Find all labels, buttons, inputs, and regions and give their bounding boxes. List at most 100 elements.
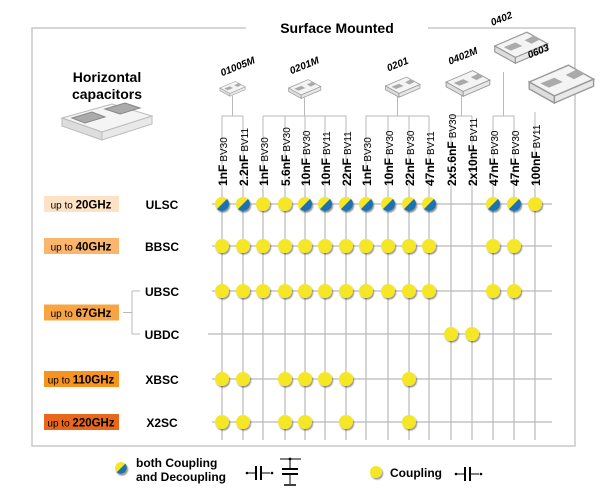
dot-fill (381, 284, 395, 298)
column-value: 1nF (216, 165, 230, 186)
dot-coupling (422, 239, 436, 253)
dot-coupling (444, 327, 458, 341)
column-series: BV30 (406, 130, 417, 155)
left-title-line2: capacitors (72, 86, 142, 102)
dot-coupling (465, 327, 479, 341)
column-value: 10nF (299, 158, 313, 186)
column-series: BV30 (260, 137, 271, 162)
dot-fill (486, 284, 500, 298)
dot-coupling (278, 372, 292, 386)
column-value: 2x10nF (466, 145, 480, 186)
dot-fill (339, 239, 353, 253)
dot-fill (236, 239, 250, 253)
dot-fill (422, 239, 436, 253)
chip-pad (224, 86, 234, 91)
dot-coupling (236, 284, 250, 298)
coupling-symbol-icon (245, 466, 274, 480)
badge-prefix: up to (48, 376, 73, 387)
dot-coupling-decoupling (402, 197, 416, 211)
frequency-badge-20GHz: up to 20GHz (44, 196, 119, 212)
frequency-badge-110GHz: up to 110GHz (44, 371, 119, 387)
column-label-4: 10nFBV30 (299, 130, 313, 186)
dot-fill (318, 284, 332, 298)
package-label: 0402M (447, 46, 480, 68)
dot-fill (318, 372, 332, 386)
badge-value: 20GHz (76, 200, 112, 212)
dot-fill (339, 415, 353, 429)
chip-front (514, 42, 549, 65)
dot-blue-half (509, 199, 521, 211)
dot-coupling-decoupling (507, 197, 521, 211)
column-value: 1nF (257, 165, 271, 186)
column-label-10: 47nF BV11 (423, 131, 437, 186)
column-label-8: 10nFBV30 (382, 130, 396, 186)
dot-coupling-decoupling (215, 197, 229, 211)
dot-coupling (486, 239, 500, 253)
row-label-XBSC: XBSC (145, 373, 179, 387)
column-label-6: 22nFBV11 (340, 131, 354, 186)
chip-pad (524, 35, 541, 44)
badge-value: 220GHz (72, 418, 114, 430)
column-series: BV30 (448, 113, 459, 138)
dot-coupling (422, 284, 436, 298)
decoupling-symbol-icon (280, 457, 301, 486)
legend-both-line1: both Coupling (136, 456, 217, 470)
badge-text: up to 110GHz (48, 375, 115, 387)
dot-fill (422, 284, 436, 298)
dot-coupling (215, 284, 229, 298)
column-series: BV11 (426, 131, 437, 155)
badge-prefix: up to (51, 243, 76, 254)
chip-pad (565, 69, 586, 80)
dot-fill (359, 284, 373, 298)
dot-coupling-decoupling (486, 197, 500, 211)
column-value: 22nF (403, 158, 417, 186)
dot-fill (444, 327, 458, 341)
dot-blue-half (238, 199, 250, 211)
badge-prefix: up to (47, 419, 72, 430)
dot-fill (298, 372, 312, 386)
badge-text: up to 40GHz (51, 242, 112, 254)
frequency-badge-40GHz: up to 40GHz (44, 238, 119, 254)
dot-coupling (528, 197, 542, 211)
dot-coupling (256, 284, 270, 298)
legend-both: both Coupling and Decoupling (115, 456, 301, 486)
dot-coupling (486, 284, 500, 298)
dot-coupling (298, 239, 312, 253)
row-label-UBSC: UBSC (145, 285, 179, 299)
chip-front (398, 83, 421, 98)
dot-coupling (402, 284, 416, 298)
column-value: 2.2nF (237, 155, 251, 186)
dot-fill (256, 284, 270, 298)
column-label-5: 10nFBV11 (319, 131, 333, 186)
column-label-0: 1nF BV30 (216, 137, 230, 186)
dot-fill (236, 415, 250, 429)
dot-fill (236, 284, 250, 298)
dot-coupling (298, 372, 312, 386)
dot-blue-half (217, 199, 229, 211)
dot-coupling (359, 239, 373, 253)
row-label-ULSC: ULSC (146, 198, 179, 212)
dot-fill (339, 284, 353, 298)
column-value: 10nF (382, 158, 396, 186)
package-label: 0201M (288, 55, 321, 77)
column-series: BV30 (282, 127, 293, 152)
badge-value: 67GHz (76, 308, 112, 320)
coupling-dot-icon (370, 466, 382, 478)
dot-coupling (402, 372, 416, 386)
column-value: 47nF (508, 158, 522, 186)
dot-coupling (298, 284, 312, 298)
dot-blue-half (341, 199, 353, 211)
chip-front (229, 86, 246, 97)
dot-blue-half (488, 199, 500, 211)
column-value: 47nF (423, 158, 437, 186)
column-series: BV30 (219, 137, 230, 162)
dot-fill (298, 239, 312, 253)
dot-fill (402, 239, 416, 253)
dot-fill (318, 239, 332, 253)
badge-value: 110GHz (73, 375, 115, 387)
dot-coupling (318, 239, 332, 253)
diagram-title: Surface Mounted (280, 20, 394, 36)
column-value: 22nF (340, 158, 354, 186)
